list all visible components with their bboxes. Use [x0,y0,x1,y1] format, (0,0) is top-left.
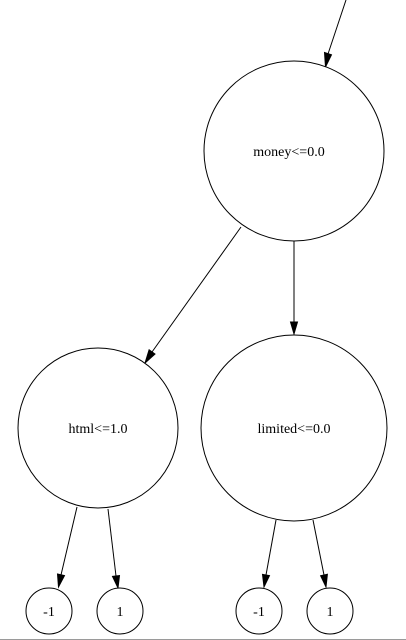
edge-limited-to-leaf-left [261,519,277,589]
node-money: money<=0.0 [203,60,385,242]
leaf-circle [25,587,73,635]
leaf-html-left: -1 [25,587,73,635]
leaf-label: 1 [117,605,124,620]
node-circle [17,347,179,509]
leaf-circle [96,587,144,635]
edge-parent-to-money [323,0,347,69]
edge-html-to-leaf-right [107,508,121,590]
edge-money-to-limited [289,241,299,336]
leaf-limited-left: -1 [235,587,283,635]
edge-limited-to-leaf-right [312,519,328,589]
leaf-circle [306,587,354,635]
arrowhead-icon [143,348,156,365]
arrowhead-icon [323,51,333,69]
node-html: html<=1.0 [17,347,179,509]
leaf-label: -1 [253,605,265,620]
edge-html-to-leaf-left [56,506,78,589]
leaf-label: 1 [327,605,334,620]
node-label-money: money<=0.0 [253,145,324,160]
node-limited: limited<=0.0 [200,334,388,522]
edges [56,0,347,590]
node-circle [203,60,385,242]
arrowhead-icon [111,575,121,590]
node-circle [200,334,388,522]
node-label-html: html<=1.0 [69,422,128,437]
leaf-circle [235,587,283,635]
arrowhead-icon [56,573,66,589]
leaf-limited-right: 1 [306,587,354,635]
leaf-label: -1 [43,605,55,620]
arrowhead-icon [289,321,299,336]
arrowhead-icon [319,573,328,589]
edge-money-to-html [143,226,242,365]
leaf-html-right: 1 [96,587,144,635]
node-label-limited: limited<=0.0 [258,422,331,437]
arrowhead-icon [261,573,271,589]
